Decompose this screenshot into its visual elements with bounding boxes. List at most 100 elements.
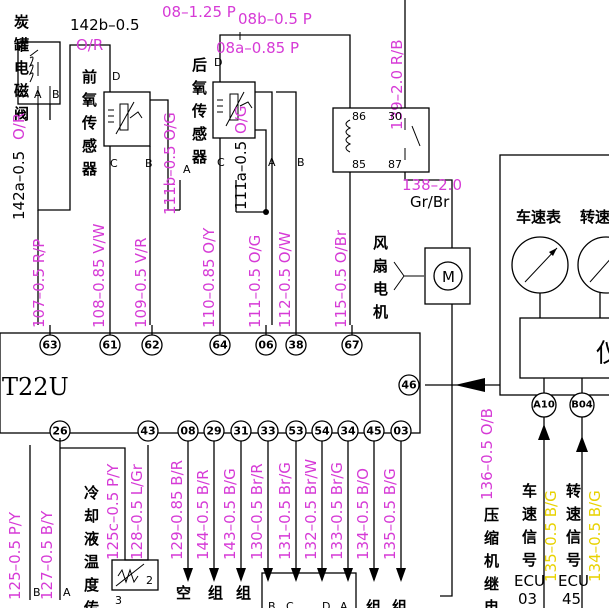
cluster-partial: 仪 [596, 339, 609, 369]
pin-34: 34 [337, 420, 359, 442]
arrow-b04 [576, 436, 588, 452]
svg-text:A10: A10 [533, 400, 555, 411]
wire-pin-54: 132–0.5 Br/W [302, 459, 320, 560]
pin-26: 26 [49, 420, 71, 442]
pin-67: 67 [341, 334, 363, 356]
bc-pin-c: C [286, 600, 294, 608]
speedometer-label: 车速表 [516, 208, 562, 226]
pin-64: 64 [209, 334, 231, 356]
pin-61: 61 [99, 334, 121, 356]
svg-text:63: 63 [42, 339, 57, 352]
relay-pin-87: 87 [388, 158, 402, 171]
pin-45: 45 [363, 420, 385, 442]
ecu-name: T22U [2, 373, 69, 401]
relay-pin-30: 30 [388, 110, 402, 123]
pin-06: 06 [255, 334, 277, 356]
pin-53: 53 [285, 420, 307, 442]
wire-pin-33: 130–0.5 Br/R [248, 463, 266, 560]
compressor-label-1: 压 [484, 506, 499, 524]
wire-111a-color: O/G [232, 106, 250, 134]
pin-03: 03 [390, 420, 412, 442]
front-o2-label-2: 氧 [81, 91, 97, 109]
coolant-label-3: 液 [84, 530, 100, 548]
fan-label-3: 电 [373, 280, 388, 298]
combo3-label-1: 组 [366, 598, 381, 608]
fan-label-2: 扇 [373, 257, 388, 275]
front-pin-a: A [183, 163, 191, 176]
bc-pin-a: A [340, 600, 348, 608]
front-pin-c: C [110, 157, 118, 170]
front-pin-b: B [145, 157, 153, 170]
ecu-sig-label-1: ECU [514, 572, 545, 590]
speed-sig-1: 车 [522, 482, 537, 500]
canister-label-2: 罐 [13, 36, 29, 54]
bc-pin-b: B [268, 600, 276, 608]
temp-pin-2: 2 [146, 574, 153, 587]
front-o2-sensor [103, 91, 151, 147]
rear-pin-c: C [217, 156, 225, 169]
wire-pin-08: 129–0.85 B/R [168, 460, 186, 560]
pin-29: 29 [203, 420, 225, 442]
svg-text:62: 62 [144, 339, 159, 352]
rear-o2-label-3: 传 [191, 102, 207, 120]
pin-33: 33 [257, 420, 279, 442]
rpm-sig-4: 号 [566, 551, 581, 569]
compressor-label-5: 电 [484, 598, 499, 608]
wire-142b: 142b–0.5 [70, 16, 140, 34]
wire-pin-63: 107–0.5 R/P [30, 239, 48, 328]
wire-pin-06: 111–0.5 O/G [246, 235, 264, 328]
rpm-sig-1: 转 [566, 482, 581, 500]
left-pin-b: B [33, 586, 41, 599]
wire-pin-53: 131–0.5 Br/G [276, 462, 294, 560]
svg-text:64: 64 [212, 339, 228, 352]
wire-111a: 111a–0.5 [232, 141, 250, 210]
svg-text:46: 46 [401, 379, 417, 392]
canister-label-4: 磁 [14, 82, 29, 100]
speed-sig-4: 号 [522, 551, 537, 569]
svg-text:43: 43 [140, 425, 155, 438]
wire-b04: 134–0.5 B/G [586, 490, 604, 582]
wire-pin-45: 134–0.5 B/O [354, 468, 372, 560]
rear-o2-sensor [212, 81, 256, 139]
canister-label-3: 电 [14, 59, 29, 77]
ecu-sig-label-2: ECU [558, 572, 589, 590]
ecu-sig-num-1: 03 [518, 590, 537, 608]
wire-125: 125–0.5 P/Y [6, 511, 24, 600]
motor-m: M [442, 268, 455, 286]
pin-43: 43 [137, 420, 159, 442]
wire-pin-31: 143–0.5 B/G [221, 468, 239, 560]
coolant-label-4: 温 [84, 553, 99, 571]
arrow-a10 [538, 424, 550, 440]
svg-text:45: 45 [366, 425, 381, 438]
compressor-label-2: 缩 [484, 529, 499, 547]
combo1-label-1: 组 [208, 584, 223, 602]
combo4-label-1: 组 [392, 598, 407, 608]
front-pin-d: D [112, 70, 120, 83]
rear-o2-label-4: 感 [192, 125, 207, 143]
svg-text:B04: B04 [571, 400, 593, 411]
wire-125c: 125c–0.5 P/Y [104, 463, 122, 560]
rear-pin-d: D [214, 56, 222, 69]
svg-text:06: 06 [258, 339, 274, 352]
wire-138-color: Gr/Br [410, 193, 450, 211]
compressor-label-4: 继 [484, 575, 499, 593]
wire-138: 138–2.0 [402, 176, 462, 194]
pin-63: 63 [39, 334, 61, 356]
fan-label-1: 风 [373, 234, 388, 252]
svg-text:67: 67 [344, 339, 359, 352]
svg-text:38: 38 [288, 339, 303, 352]
coolant-label-2: 却 [84, 507, 99, 525]
svg-text:33: 33 [260, 425, 275, 438]
svg-text:31: 31 [233, 425, 248, 438]
canister-label-5: 阀 [14, 105, 29, 123]
wire-127: 127–0.5 B/Y [38, 510, 56, 600]
wire-pin-38: 112–0.5 O/W [276, 231, 294, 328]
svg-text:61: 61 [102, 339, 117, 352]
left-pin-a: A [63, 586, 71, 599]
wire-a10: 135–0.5 B/G [542, 490, 560, 582]
wire-142a-color: O/R [10, 113, 28, 140]
pin-62: 62 [141, 334, 163, 356]
svg-text:54: 54 [314, 425, 330, 438]
